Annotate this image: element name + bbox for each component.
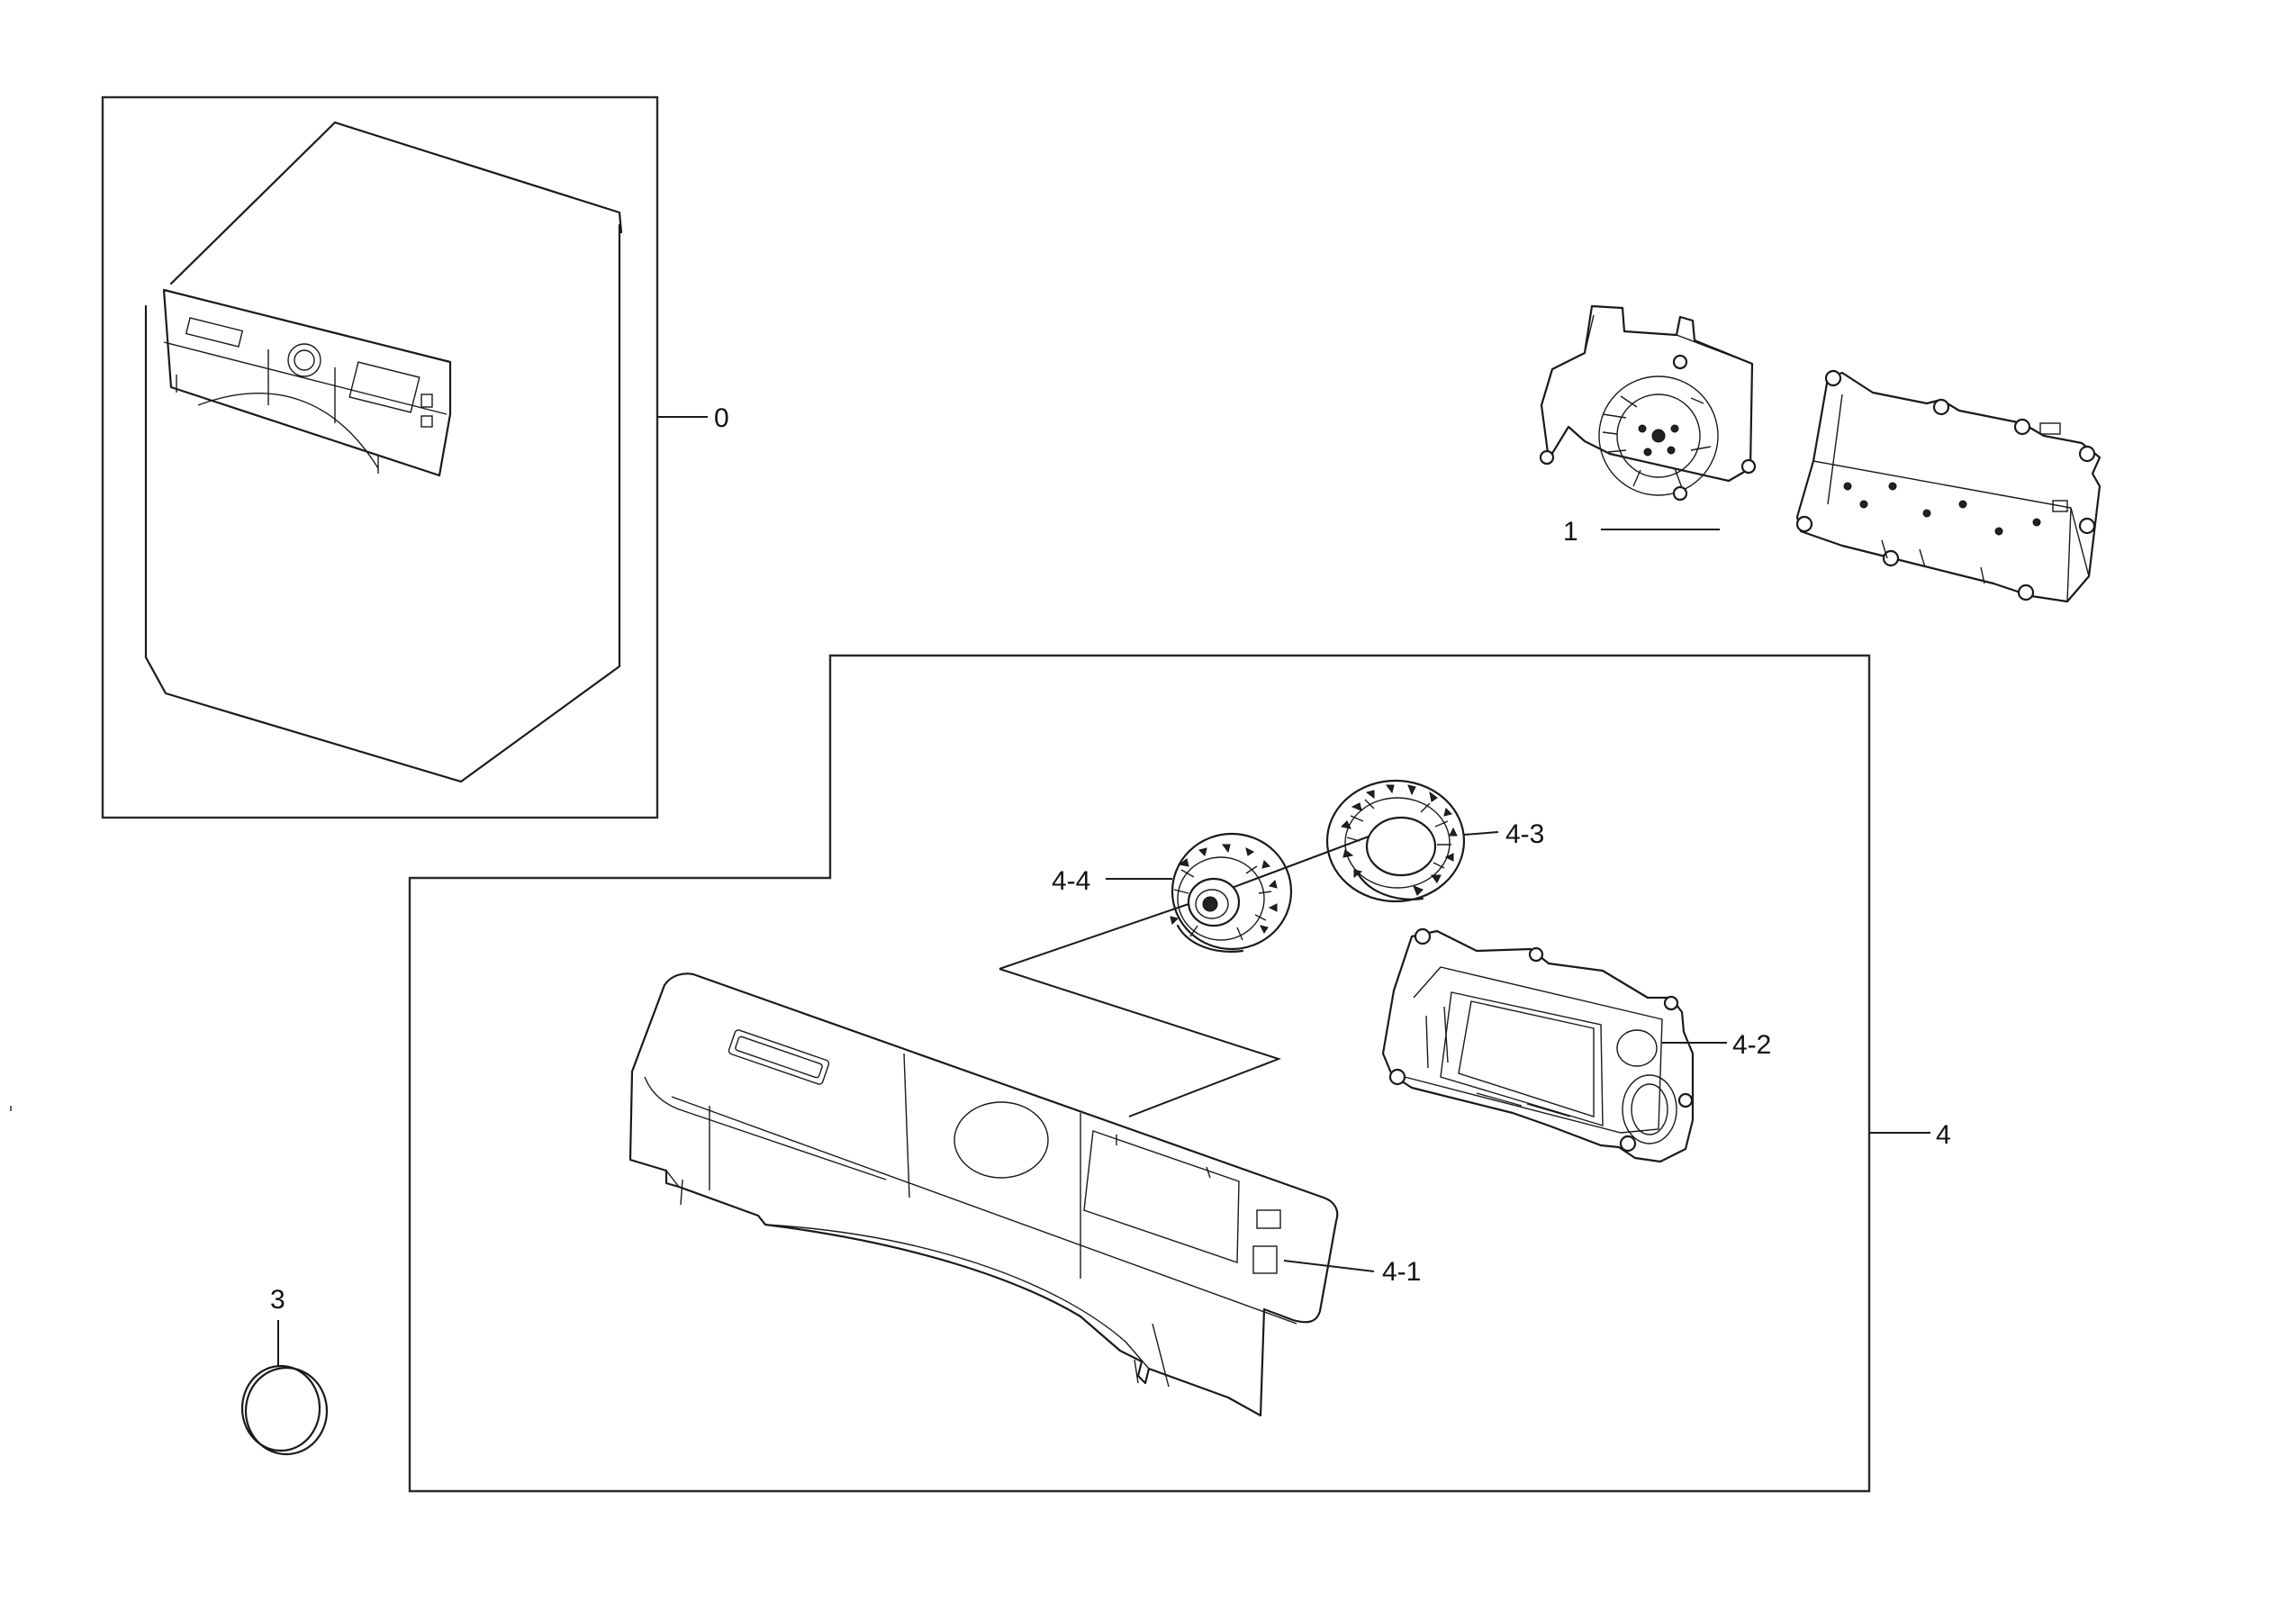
part-3-group: 3 [240,1285,329,1456]
part-4-frame [408,654,1871,1493]
part-4-group: 4 4-1 [408,654,1951,1493]
knob-cap-illustration [240,1364,329,1456]
part-4-1-label: 4-1 [1382,1257,1421,1287]
part-4-2-label: 4-2 [1732,1030,1771,1060]
part-1-group: 1 [1539,304,2102,603]
control-panel-housing-illustration [628,972,1339,1417]
part-4-4-label: 4-4 [1052,866,1090,896]
part-0-frame [101,95,659,819]
control-pcb-right-illustration [1795,369,2102,603]
control-pcb-left-illustration [1539,304,1757,502]
part-1-label: 1 [1563,517,1578,547]
part-4-label: 4 [1936,1120,1951,1150]
part-0-group: 0 [101,95,729,819]
part-4-1-leader [1283,1260,1375,1272]
display-pcb-illustration [1381,927,1695,1163]
part-0-label: 0 [714,403,729,433]
part-3-label: 3 [270,1285,285,1315]
part-4-3-leader [1463,831,1499,836]
washer-cabinet-illustration [144,121,623,783]
knob-illustration [1170,832,1293,953]
part-4-3-label: 4-3 [1505,819,1544,849]
knob-ring-illustration [1325,779,1466,903]
